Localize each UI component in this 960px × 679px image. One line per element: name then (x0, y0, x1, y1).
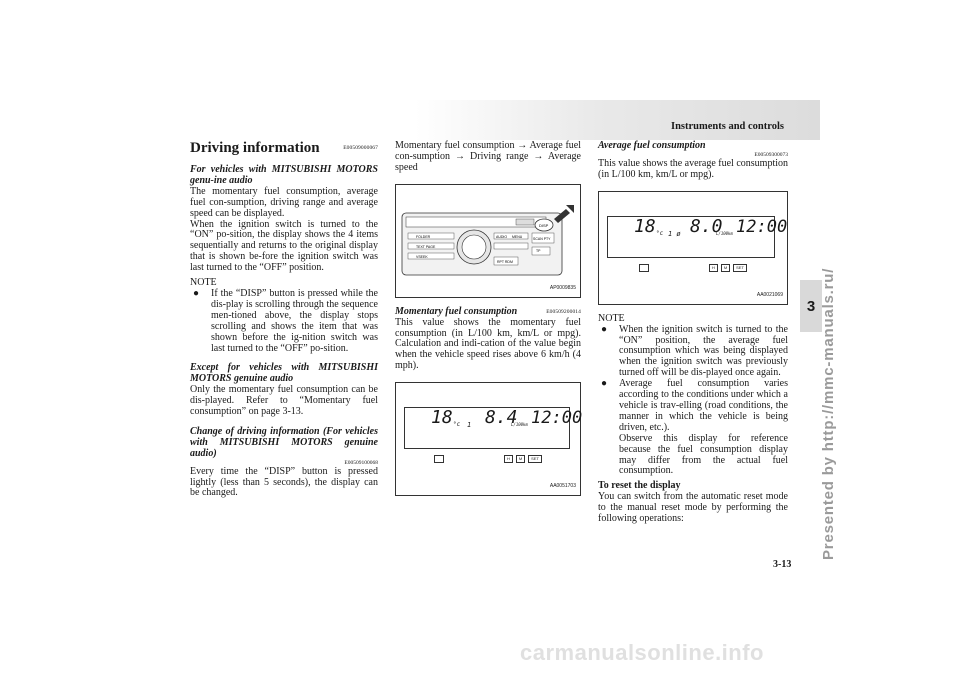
svg-text:RPT RDM: RPT RDM (497, 260, 513, 264)
paragraph: This value shows the momentary fuel cons… (395, 316, 581, 372)
column-1: Driving information E00509000067 For veh… (190, 141, 378, 499)
chapter-tab: 3 (800, 280, 822, 332)
figure-average-display: 18 °c 1 ø 8.0 L/100km 12:00 H M SET AA00… (598, 190, 788, 305)
note-label: NOTE (598, 312, 625, 324)
figure-id: AP0009835 (549, 284, 576, 291)
disp-label: DISP (539, 223, 549, 228)
heading-text: Average fuel consumption (598, 140, 706, 151)
paragraph: This value shows the average fuel consum… (598, 157, 788, 180)
subheading: For vehicles with MITSUBISHI MOTORS genu… (190, 164, 378, 186)
page-number: 3-13 (773, 559, 792, 570)
note-item: ● If the “DISP” button is pressed while … (190, 287, 378, 354)
paragraph: When the ignition switch is turned to th… (190, 218, 378, 274)
svg-text:TEXT PAGE: TEXT PAGE (416, 245, 436, 249)
column-2: Momentary fuel consumption → Average fue… (395, 140, 582, 497)
heading-code: E00509200014 (546, 308, 581, 315)
note-label: NOTE (190, 277, 217, 289)
lcd-temp: 18 (634, 215, 656, 237)
bullet-icon: ● (601, 323, 608, 335)
heading-code: E00509000067 (343, 145, 378, 151)
panel-button (639, 263, 649, 272)
figure-id: AA0021069 (756, 291, 783, 298)
note-text: When the ignition switch is turned to th… (619, 323, 788, 379)
svg-text:TP: TP (536, 249, 541, 253)
section-heading: Average fuel consumption (598, 140, 788, 152)
heading-text: Driving information (190, 140, 320, 156)
page-header-title: Instruments and controls (671, 121, 784, 132)
lcd-fuel-unit: L/100km (716, 230, 733, 236)
m-button: M (516, 455, 525, 464)
subheading: To reset the display (598, 480, 681, 492)
note-text: Average fuel consumption varies accordin… (619, 378, 788, 433)
lcd-temp-unit: °c (453, 421, 461, 429)
note-text: If the “DISP” button is pressed while th… (211, 287, 378, 354)
lcd-fuel: 8.4 (485, 407, 518, 429)
heading-code: E00509300073 (754, 151, 788, 158)
lcd-seg: 1 ø (668, 229, 681, 238)
lcd-clock: 12:00 (736, 216, 788, 237)
lcd-display: 18 °c 1 8.4 L/100km 12:00 (404, 407, 582, 450)
paragraph: You can switch from the automatic reset … (598, 491, 788, 525)
paragraph: The momentary fuel consumption, average … (190, 185, 378, 219)
heading-code: E00509100068 (344, 459, 378, 466)
figure-audio-panel: DISP AUDIO MENU SCAN PTY TP RPT RDM FOLD… (395, 183, 581, 298)
h-button: H (709, 263, 718, 272)
set-button: SET (528, 455, 542, 464)
lcd-clock: 12:00 (531, 408, 583, 429)
lcd-temp-unit: °c (656, 229, 664, 237)
section-heading: Driving information E00509000067 (190, 141, 378, 156)
lcd-fuel: 8.0 (690, 215, 723, 237)
heading-text: Momentary fuel consumption (395, 305, 518, 317)
header-band (415, 100, 820, 140)
svg-text:FOLDER: FOLDER (416, 235, 431, 239)
paragraph: Every time the “DISP” button is pressed … (190, 465, 378, 499)
lcd-seg: 1 (467, 421, 472, 430)
section-heading: Momentary fuel consumption E00509200014 (395, 305, 581, 318)
svg-text:SCAN PTY: SCAN PTY (533, 237, 551, 241)
m-button: M (721, 263, 730, 272)
set-button: SET (733, 263, 747, 272)
paragraph: Momentary fuel consumption → Average fue… (395, 140, 581, 173)
note-text: Observe this display for reference becau… (619, 432, 788, 477)
lcd-display: 18 °c 1 ø 8.0 L/100km 12:00 (607, 215, 787, 258)
subheading: Change of driving information (For vehic… (190, 425, 378, 459)
note-item: ● When the ignition switch is turned to … (598, 323, 788, 380)
svg-text:AUDIO: AUDIO (496, 235, 507, 239)
lcd-temp: 18 (431, 407, 453, 429)
figure-id: AA0051703 (549, 483, 576, 490)
bullet-icon: ● (193, 287, 200, 299)
watermark: Presented by http://mmc-manuals.ru/ (820, 267, 837, 560)
svg-text:VSEEK: VSEEK (416, 255, 428, 259)
h-button: H (504, 455, 513, 464)
audio-panel-illustration: DISP AUDIO MENU SCAN PTY TP RPT RDM FOLD… (401, 204, 574, 276)
column-3: Average fuel consumption E00509300073 Th… (598, 140, 788, 525)
panel-button (434, 455, 444, 464)
bullet-icon: ● (601, 378, 608, 390)
subheading: Except for vehicles with MITSUBISHI MOTO… (190, 362, 378, 385)
figure-momentary-display: 18 °c 1 8.4 L/100km 12:00 H M SET AA0051… (395, 382, 582, 497)
footer-watermark: carmanualsonline.info (520, 640, 764, 665)
lcd-fuel-unit: L/100km (511, 422, 528, 428)
note-item: ● Average fuel consumption varies accord… (598, 378, 788, 477)
paragraph: Only the momentary fuel consumption can … (190, 384, 378, 418)
svg-text:MENU: MENU (512, 235, 523, 239)
